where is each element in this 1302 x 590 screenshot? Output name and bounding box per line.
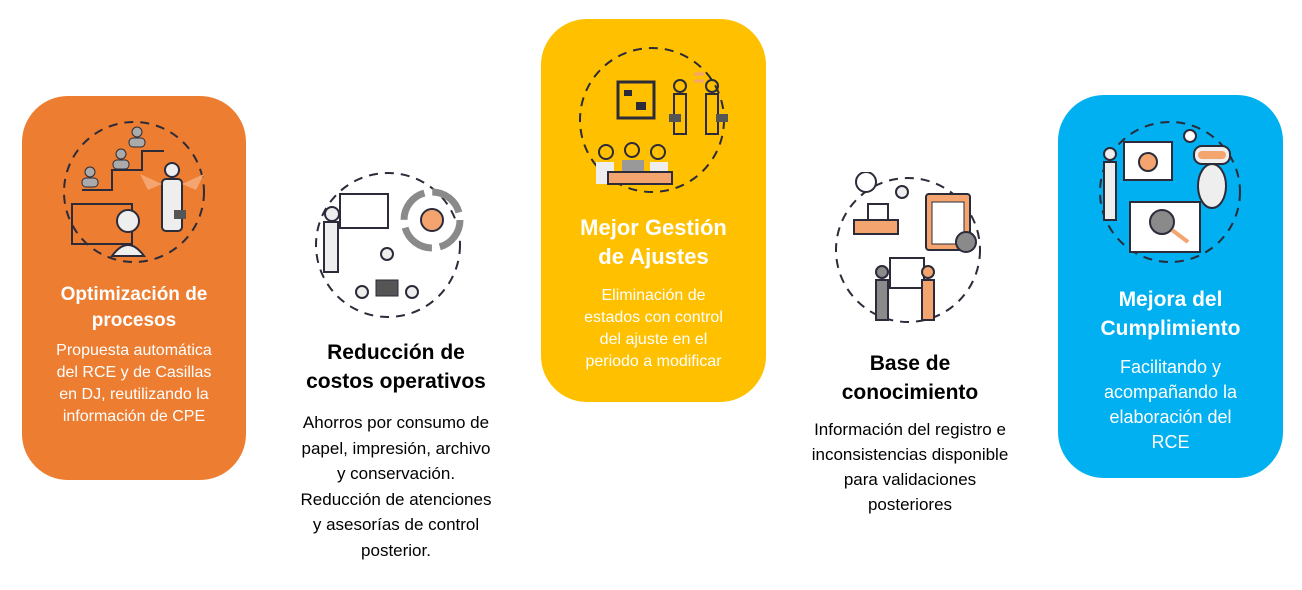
title-line: Mejor Gestión bbox=[580, 215, 727, 240]
desc-line: para validaciones bbox=[843, 470, 977, 489]
title-line: costos operativos bbox=[306, 370, 486, 393]
card-optimizacion bbox=[22, 96, 246, 480]
desc-line: estados con control bbox=[584, 309, 723, 326]
item-description: Ahorros por consumo de papel, impresión,… bbox=[268, 410, 524, 563]
desc-line: Información del registro e bbox=[814, 420, 1006, 439]
item-title: Reducción de costos operativos bbox=[268, 338, 524, 396]
item-description: Propuesta automática del RCE y de Casill… bbox=[22, 340, 246, 428]
desc-line: Facilitando y bbox=[1119, 357, 1222, 377]
item-description: Eliminación de estados con control del a… bbox=[541, 285, 766, 373]
item-title: Base de conocimiento bbox=[776, 349, 1044, 407]
desc-line: posteriores bbox=[867, 495, 953, 514]
title-line: Optimización de bbox=[60, 284, 208, 305]
item-base-conocimiento: Base de conocimiento Información del reg… bbox=[776, 349, 1044, 517]
item-description: Facilitando y acompañando la elaboración… bbox=[1058, 355, 1283, 455]
title-line: Reducción de bbox=[327, 341, 465, 364]
item-mejora-cumplimiento: Mejora del Cumplimiento Facilitando y ac… bbox=[1058, 285, 1283, 455]
desc-line: posterior. bbox=[361, 540, 431, 560]
desc-line: información de CPE bbox=[62, 408, 206, 425]
desc-line: elaboración del bbox=[1109, 407, 1232, 427]
desc-line: RCE bbox=[1151, 432, 1190, 452]
strategy-team-icon bbox=[63, 121, 205, 263]
title-line: procesos bbox=[91, 310, 177, 331]
desc-line: Ahorros por consumo de bbox=[302, 413, 490, 432]
robot-assistant-icon bbox=[1099, 121, 1241, 263]
item-description: Información del registro e inconsistenci… bbox=[776, 417, 1044, 517]
item-reduccion-costos: Reducción de costos operativos Ahorros p… bbox=[268, 338, 524, 563]
cost-reduction-icon bbox=[315, 172, 464, 318]
title-line: Base de bbox=[869, 352, 951, 375]
knowledge-base-icon bbox=[835, 172, 981, 323]
desc-line: Eliminación de bbox=[601, 287, 706, 304]
title-line: de Ajustes bbox=[598, 244, 709, 269]
desc-line: y asesorías de control bbox=[312, 515, 480, 534]
title-line: Mejora del bbox=[1118, 288, 1223, 311]
desc-line: Reducción de atenciones bbox=[300, 489, 492, 509]
item-title: Optimización de procesos bbox=[22, 282, 246, 334]
desc-line: periodo a modificar bbox=[585, 353, 722, 370]
desc-line: inconsistencias disponible bbox=[811, 445, 1009, 464]
desc-line: papel, impresión, archivo bbox=[301, 438, 491, 458]
title-line: Cumplimiento bbox=[1100, 317, 1241, 340]
title-line: conocimiento bbox=[841, 381, 979, 404]
desc-line: y conservación. bbox=[336, 464, 456, 483]
desc-line: en DJ, reutilizando la bbox=[59, 386, 209, 403]
item-title: Mejora del Cumplimiento bbox=[1058, 285, 1283, 343]
desc-line: del ajuste en el bbox=[599, 331, 708, 348]
item-optimizacion: Optimización de procesos Propuesta autom… bbox=[22, 282, 246, 428]
desc-line: Propuesta automática bbox=[56, 342, 212, 359]
desc-line: acompañando la bbox=[1103, 382, 1238, 402]
item-gestion-ajustes: Mejor Gestión de Ajustes Eliminación de … bbox=[541, 213, 766, 373]
desc-line: del RCE y de Casillas bbox=[56, 364, 212, 381]
item-title: Mejor Gestión de Ajustes bbox=[541, 213, 766, 271]
meeting-exchange-icon bbox=[579, 47, 728, 193]
